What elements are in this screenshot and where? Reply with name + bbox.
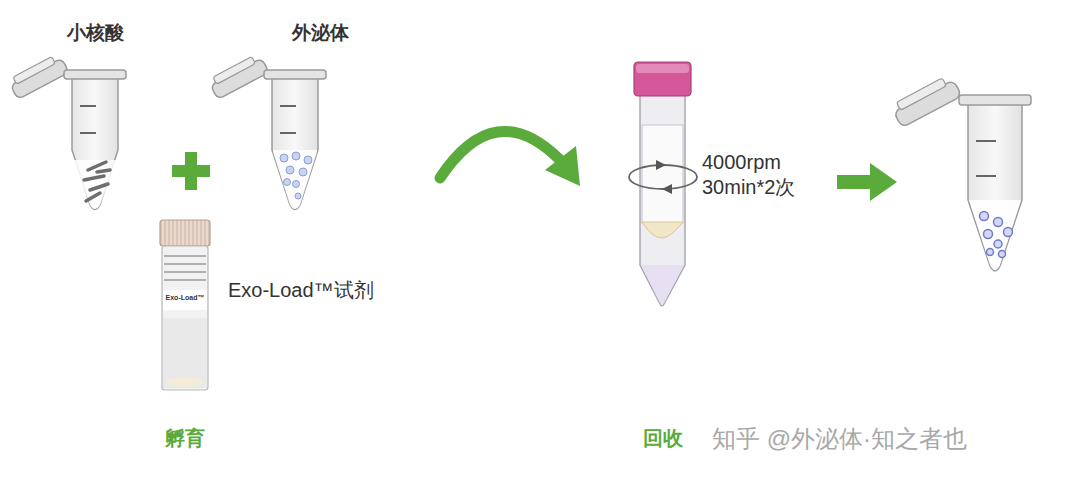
exosome [284, 179, 291, 186]
exosome [286, 166, 294, 174]
step-label: 孵育 [165, 426, 205, 451]
arrow-shaft [440, 131, 560, 178]
small-nucleic-acid-tube [8, 53, 126, 210]
bottle-cap [160, 220, 210, 246]
bottle-body [162, 246, 208, 390]
rotation-arrowhead [662, 184, 672, 194]
straight-arrow [837, 163, 897, 201]
graduation [280, 132, 296, 134]
tube-body [72, 78, 118, 210]
exosome [984, 230, 993, 239]
liquid [73, 160, 117, 209]
tube-lid [890, 74, 962, 128]
step-label: 回收 [643, 426, 683, 451]
exosome [299, 168, 307, 176]
graduation [80, 132, 96, 134]
rod [84, 176, 104, 180]
rotation-symbol [629, 160, 697, 194]
tube-rim [64, 70, 126, 79]
reagent-bottle: Exo-Load™Exo-Load™试剂 [160, 220, 210, 390]
lid-plug [213, 57, 256, 85]
node-label: 4000rpm 30min*2次 [702, 150, 832, 200]
exosome [994, 240, 1002, 248]
graduation [80, 105, 96, 107]
sample-tube: 外泌体 [270, 70, 320, 210]
exosome [1004, 228, 1013, 237]
node-label: 小核酸 [40, 21, 150, 45]
tube-body [640, 95, 685, 306]
pellet [642, 222, 683, 238]
rod [97, 170, 110, 172]
thread [164, 263, 206, 265]
centrifuge-tube [629, 62, 697, 306]
supernatant [642, 125, 683, 223]
exosome-tube [208, 53, 326, 210]
rod [88, 162, 106, 170]
arrow-head [545, 146, 580, 186]
lid-plug [13, 57, 56, 85]
exosome [980, 212, 989, 221]
node-label: 外泌体 [265, 21, 375, 45]
exosome [999, 251, 1006, 258]
bottle-label [163, 290, 207, 310]
watermark: 知乎 @外泌体·知之者也 [712, 424, 967, 454]
thread [164, 271, 206, 273]
plus-sign [172, 152, 210, 190]
tube-body [968, 104, 1022, 271]
exosome-dots [980, 212, 1013, 258]
thread [164, 279, 206, 281]
tube-cap [634, 62, 691, 96]
tube-lid [8, 53, 70, 100]
rod [86, 193, 100, 201]
graduation [976, 140, 996, 142]
nucleic-acid-rods [84, 162, 110, 201]
exosome-dots [280, 152, 312, 199]
node-caption: Exo-Load™试剂 [228, 278, 374, 303]
exosome [304, 156, 312, 164]
rotation-ellipse [629, 165, 697, 189]
bottle-threads [164, 256, 206, 280]
tube-rim [264, 70, 326, 79]
reagent-bottle [160, 220, 210, 390]
thread [164, 255, 206, 257]
exosome [295, 193, 301, 199]
tube-body [272, 78, 318, 210]
recovered-exosome-tube [890, 74, 1031, 271]
reagent-liquid [163, 318, 207, 388]
graduation [280, 105, 296, 107]
curved-arrow [440, 131, 580, 186]
node-label: Exo-Load™ [162, 294, 208, 303]
tube-rim [959, 95, 1031, 105]
sample-tube: 小核酸 [70, 70, 120, 210]
exosome [987, 249, 994, 256]
exosome [292, 152, 300, 160]
tube-lid [208, 53, 270, 100]
tube-tip [641, 265, 684, 303]
liquid [969, 200, 1021, 270]
graduation [976, 175, 996, 177]
bottle-bottom [167, 377, 203, 387]
plus-bar [185, 152, 197, 190]
rod [90, 184, 108, 190]
cap-highlight [636, 64, 689, 73]
exosome [280, 154, 288, 162]
centrifuge-tube: 4000rpm 30min*2次 [635, 62, 691, 307]
exosome [293, 181, 300, 188]
liquid [273, 150, 317, 209]
exosome [994, 218, 1003, 227]
rotation-arrowhead [656, 160, 666, 170]
lid-plug [896, 78, 946, 110]
